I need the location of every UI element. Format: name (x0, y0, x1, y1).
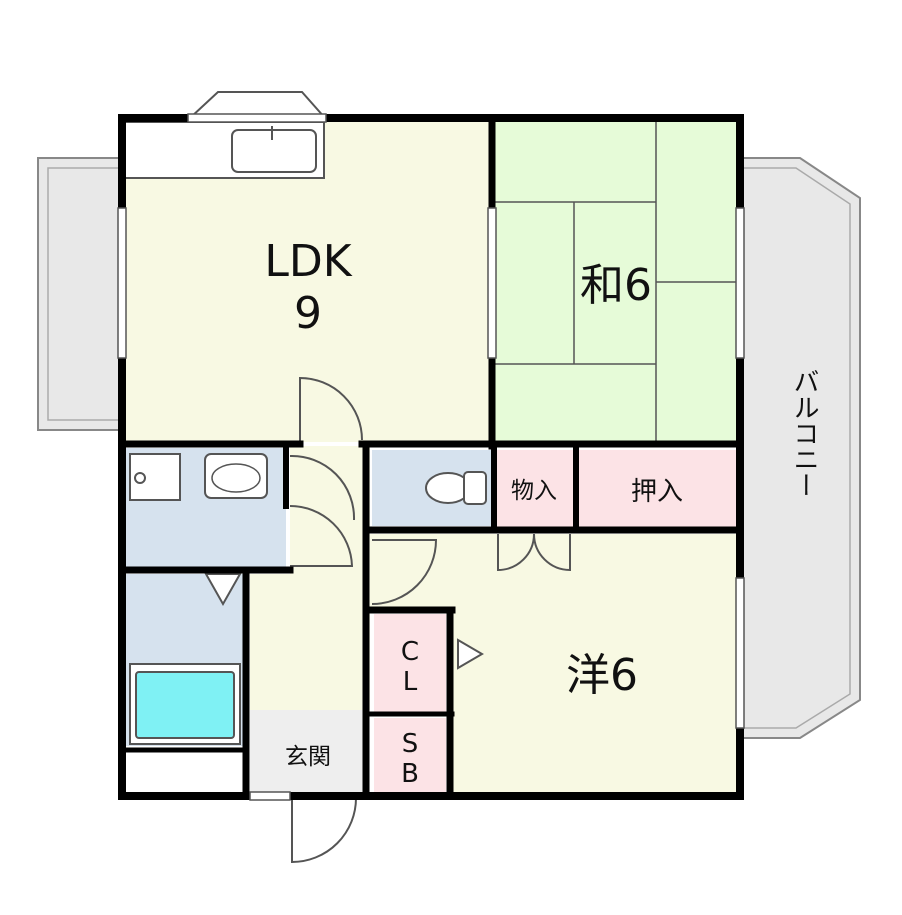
kitchen-counter (123, 121, 325, 179)
storage-label: 物入 (511, 478, 557, 504)
balcony-label: バルコニー (789, 368, 819, 498)
toilet-room (372, 450, 492, 526)
bathroom (126, 573, 244, 746)
hallway (250, 446, 370, 710)
washitsu-room (494, 120, 738, 442)
left-balcony (37, 157, 125, 431)
walls (118, 114, 744, 800)
shoebox-sb-label-1: S (402, 729, 419, 759)
shoebox-sb-label-2: B (401, 759, 419, 789)
yoshitsu-label: 洋6 (566, 650, 638, 701)
oshiire-label: 押入 (631, 477, 683, 507)
genkan-label: 玄関 (285, 744, 331, 770)
genkan-room (250, 710, 366, 796)
washroom (126, 448, 286, 570)
doors (289, 376, 571, 864)
ldk-label: LDK (264, 236, 352, 287)
washitsu-label: 和6 (580, 260, 652, 311)
oshiire-room (578, 450, 738, 528)
storage-room (496, 450, 574, 528)
ldk-size-label: 9 (294, 288, 322, 339)
yoshitsu-room (370, 534, 738, 796)
closet-cl-label-1: C (401, 637, 419, 667)
closet-cl-label-2: L (403, 667, 418, 697)
closet-cl (374, 614, 446, 712)
windows (117, 113, 745, 801)
shoebox-sb (374, 718, 446, 794)
